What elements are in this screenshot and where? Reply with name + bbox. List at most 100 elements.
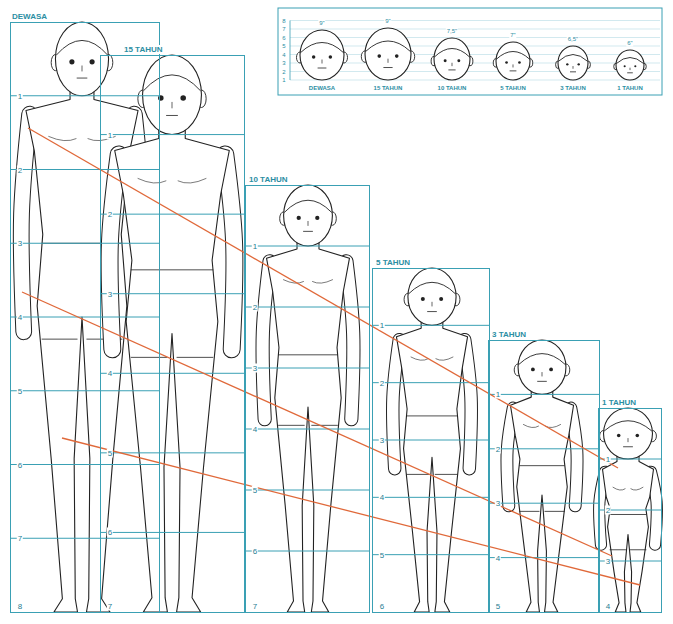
shorts-hem [519,511,539,512]
eye [297,216,301,220]
head-unit-line [372,497,490,498]
head-count-number: 7 [17,534,23,543]
waistband [519,465,564,466]
nose [573,66,574,69]
hair [435,49,470,57]
head [143,55,202,135]
head-chart [278,8,662,95]
eye [315,216,319,220]
head-unit-line [10,243,160,244]
arm [225,154,234,349]
eye [617,434,621,438]
arm [465,340,472,469]
head-count-number: 2 [17,165,23,174]
head-count-number: 1 [107,130,113,139]
hair [366,41,411,51]
scale-line [290,37,660,38]
head-size-value: 6,5" [567,36,579,43]
head-count-number: 2 [107,210,113,219]
head-unit-line [10,169,160,170]
head-count-number: 4 [107,369,113,378]
eye [444,59,447,62]
head-unit-line [100,134,245,135]
head-size-value: 9" [318,20,325,27]
head-unit-line [245,307,370,308]
waistband [131,269,213,270]
scale-number: 4 [281,51,286,58]
scale-number: 5 [281,43,286,50]
age-label: 15 TAHUN [373,85,404,92]
head-count-number: 8 [17,602,23,611]
head-unit-line [372,554,490,555]
head-size-value: 9" [384,18,391,25]
shirt-fold [178,178,207,183]
mouth [318,68,327,69]
shorts-hem [435,474,458,475]
age-label: 5 TAHUN [499,85,527,92]
hair [519,354,565,365]
eye [457,59,460,62]
head-chart-frame [278,8,662,95]
eye [421,297,425,301]
scale-number: 6 [281,34,286,41]
head-count-number: 4 [379,493,385,502]
mouth [537,381,547,382]
eye [377,54,381,58]
scale-number: 2 [281,68,286,75]
child-figure [110,55,235,612]
head-count-number: 2 [252,303,258,312]
head-unit-line [100,532,245,533]
arm-outline [225,154,234,349]
scale-line [290,80,660,81]
scale-line [290,29,660,30]
shorts-hem [278,425,305,426]
shirt-fold [631,487,644,490]
proportion-lines [10,96,662,561]
head-unit-line [372,325,490,326]
hair [558,55,587,62]
body-outline [510,390,573,612]
scale-number: 3 [281,60,286,67]
eye [566,63,568,65]
head-count-number: 2 [495,444,501,453]
hair [143,75,200,91]
head-count-number: 4 [605,602,611,611]
head-drawing [556,46,591,80]
head [616,50,644,80]
head-unit-line [488,557,600,558]
eye [439,297,443,301]
eye [90,59,95,64]
scale-number: 1 [281,77,286,84]
head-count-number: 1 [17,91,23,100]
arm-outline [346,261,353,419]
waistband [610,514,647,515]
mouth [383,67,392,68]
eye [180,95,186,101]
arm-outline [263,261,270,419]
eye [69,59,74,64]
eye [549,367,553,371]
arm [571,408,577,506]
shirt-fold [523,424,539,427]
head-count-number: 3 [107,289,113,298]
mouth [448,69,455,70]
head-unit-line [245,551,370,552]
nose [432,302,433,307]
nose [308,221,309,226]
head-drawing [614,50,646,80]
head-unit-line [100,214,245,215]
body-outline [267,241,350,612]
head [300,30,344,80]
head-drawing [431,38,473,80]
mouth [77,78,88,79]
scale-line [290,46,660,47]
head-unit-line [10,464,160,465]
head-count-number: 1 [495,390,501,399]
scale-line [290,71,660,72]
head-count-number: 5 [17,386,23,395]
shorts-hem [131,357,168,358]
head [518,340,566,394]
mouth [303,231,313,232]
age-label: 3 TAHUN [559,85,587,92]
head [284,185,333,246]
